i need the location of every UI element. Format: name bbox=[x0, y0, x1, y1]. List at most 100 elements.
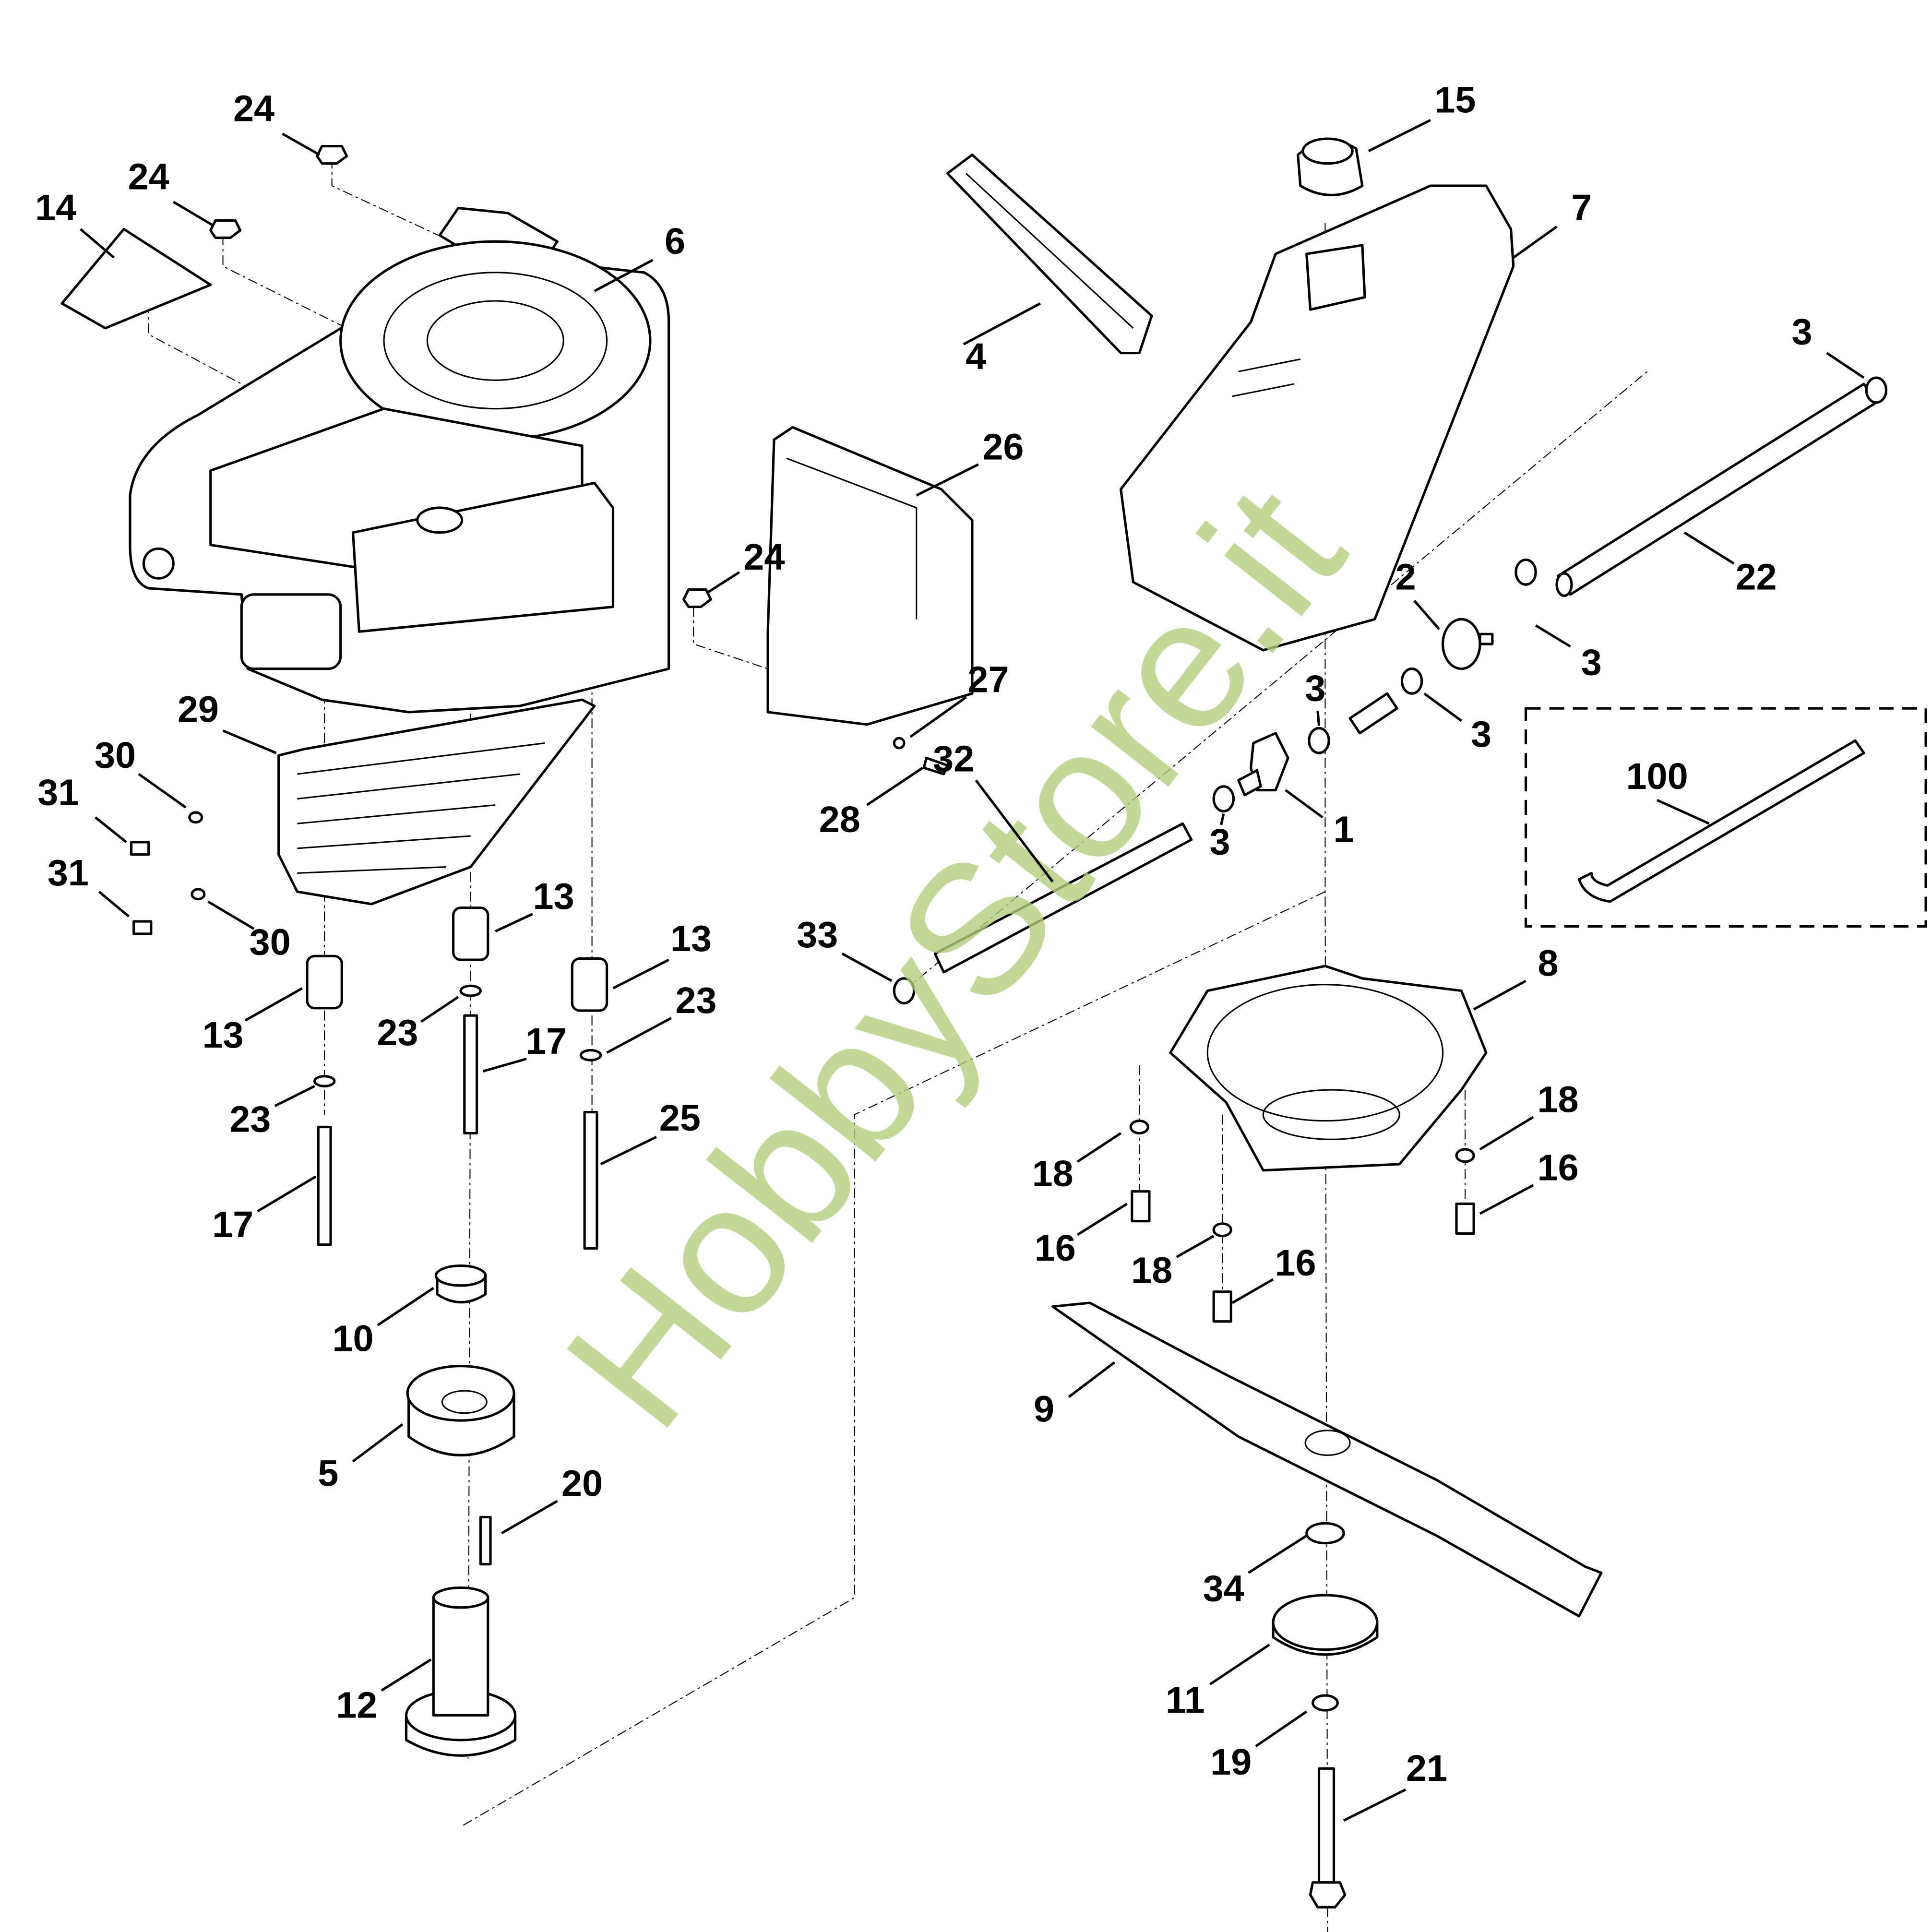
part-callout[interactable]: 30 bbox=[250, 922, 291, 963]
kit-100-box bbox=[1524, 707, 1927, 928]
blade-adapter[interactable] bbox=[406, 1365, 515, 1456]
part-callout[interactable]: 4 bbox=[966, 336, 986, 377]
part-callout[interactable]: 5 bbox=[318, 1453, 338, 1494]
fuel-hose-kit[interactable] bbox=[1577, 739, 1865, 903]
part-callout[interactable]: 34 bbox=[1203, 1568, 1244, 1610]
air-cover[interactable] bbox=[766, 426, 974, 726]
part-callout[interactable]: 3 bbox=[1210, 822, 1230, 863]
blade-hub[interactable] bbox=[405, 1586, 517, 1757]
part-callout[interactable]: 20 bbox=[561, 1463, 603, 1504]
part-callout[interactable]: 9 bbox=[1034, 1389, 1054, 1430]
washer-34[interactable] bbox=[1305, 1522, 1345, 1545]
air-filter-pad[interactable] bbox=[60, 227, 212, 330]
part-callout[interactable]: 32 bbox=[933, 739, 974, 780]
part-callout[interactable]: 24 bbox=[743, 537, 785, 578]
part-callout[interactable]: 23 bbox=[377, 1012, 418, 1053]
washers-23[interactable] bbox=[313, 984, 602, 1087]
part-callout[interactable]: 16 bbox=[1035, 1228, 1076, 1269]
key-20[interactable] bbox=[479, 1515, 492, 1566]
part-callout[interactable]: 31 bbox=[48, 852, 89, 894]
mower-blade[interactable] bbox=[1051, 1301, 1603, 1618]
blade-support[interactable] bbox=[1169, 965, 1488, 1172]
fuel-hose-22[interactable] bbox=[1555, 382, 1878, 597]
washer-27[interactable] bbox=[893, 737, 906, 750]
part-callout[interactable]: 100 bbox=[1626, 756, 1688, 797]
nuts[interactable] bbox=[209, 144, 712, 608]
part-callout[interactable]: 22 bbox=[1735, 556, 1777, 597]
part-callout[interactable]: 13 bbox=[670, 918, 712, 959]
part-callout[interactable]: 2 bbox=[1395, 556, 1416, 597]
part-callout[interactable]: 14 bbox=[35, 187, 76, 228]
fuel-filter[interactable] bbox=[1442, 618, 1494, 670]
part-callout[interactable]: 17 bbox=[525, 1021, 567, 1062]
fuel-tap[interactable] bbox=[1237, 732, 1289, 797]
washers-18[interactable] bbox=[1129, 1120, 1475, 1238]
part-callout[interactable]: 11 bbox=[1166, 1680, 1205, 1721]
leader-line bbox=[98, 891, 130, 918]
leader-line bbox=[501, 1500, 558, 1535]
part-callout[interactable]: 17 bbox=[212, 1204, 253, 1245]
heat-shield[interactable] bbox=[277, 698, 596, 906]
blade-clamp-plate[interactable] bbox=[1272, 1594, 1379, 1656]
part-callout[interactable]: 10 bbox=[332, 1318, 373, 1359]
engine[interactable] bbox=[129, 206, 670, 714]
part-callout[interactable]: 18 bbox=[1131, 1250, 1172, 1291]
part-callout[interactable]: 28 bbox=[819, 799, 860, 840]
washer-19[interactable] bbox=[1312, 1694, 1339, 1712]
part-callout[interactable]: 26 bbox=[982, 426, 1024, 467]
part-callout[interactable]: 31 bbox=[37, 772, 79, 813]
leader-line bbox=[207, 900, 255, 930]
leader-line bbox=[1473, 979, 1527, 1011]
screw-28[interactable] bbox=[922, 756, 949, 775]
part-callout[interactable]: 19 bbox=[1210, 1741, 1252, 1783]
bolts[interactable] bbox=[317, 1014, 598, 1250]
part-callout[interactable]: 3 bbox=[1581, 642, 1602, 683]
part-callout[interactable]: 23 bbox=[675, 980, 716, 1021]
part-callout[interactable]: 21 bbox=[1406, 1748, 1447, 1789]
part-callout[interactable]: 12 bbox=[336, 1684, 377, 1726]
leader-line bbox=[1826, 352, 1865, 379]
part-callout[interactable]: 8 bbox=[1538, 942, 1558, 984]
part-callout[interactable]: 6 bbox=[665, 221, 685, 262]
part-callout[interactable]: 18 bbox=[1538, 1079, 1579, 1120]
fuel-cap[interactable] bbox=[1297, 137, 1364, 197]
leader-line bbox=[482, 1058, 527, 1073]
screws-16[interactable] bbox=[1131, 1190, 1475, 1323]
screws-31[interactable] bbox=[130, 841, 153, 935]
short-hose[interactable] bbox=[1348, 692, 1398, 735]
fuel-hose-32[interactable] bbox=[933, 822, 1193, 974]
part-callout[interactable]: 7 bbox=[1571, 187, 1592, 228]
blade-bolt[interactable] bbox=[1309, 1767, 1347, 1908]
clamp-33[interactable] bbox=[893, 977, 916, 1005]
part-callout[interactable]: 25 bbox=[659, 1097, 701, 1139]
leader-line bbox=[975, 779, 1054, 883]
hose-clamps[interactable] bbox=[1212, 376, 1888, 812]
bushing-10[interactable] bbox=[434, 1264, 487, 1304]
part-callout[interactable]: 24 bbox=[128, 156, 169, 198]
part-callout[interactable]: 16 bbox=[1275, 1242, 1316, 1284]
part-callout[interactable]: 3 bbox=[1791, 311, 1812, 352]
fuel-tank[interactable] bbox=[1120, 184, 1515, 652]
spacers-13[interactable] bbox=[306, 906, 608, 1012]
part-callout[interactable]: 16 bbox=[1538, 1147, 1579, 1188]
part-callout[interactable]: 23 bbox=[229, 1099, 271, 1140]
part-callout[interactable]: 30 bbox=[95, 735, 136, 776]
leader-line bbox=[612, 958, 669, 990]
part-callout[interactable]: 33 bbox=[797, 914, 838, 955]
part-callout[interactable]: 13 bbox=[202, 1014, 243, 1056]
part-callout[interactable]: 29 bbox=[178, 689, 219, 730]
part-callout[interactable]: 13 bbox=[533, 876, 574, 917]
leader-line bbox=[1535, 624, 1571, 648]
leader-line bbox=[1479, 1184, 1534, 1215]
part-callout[interactable]: 18 bbox=[1032, 1153, 1073, 1194]
leader-line bbox=[138, 773, 187, 809]
part-callout[interactable]: 24 bbox=[233, 88, 274, 130]
leader-line bbox=[1231, 1278, 1274, 1304]
part-callout[interactable]: 3 bbox=[1471, 714, 1491, 755]
part-callout[interactable]: 1 bbox=[1334, 809, 1354, 850]
part-callout[interactable]: 15 bbox=[1434, 80, 1476, 121]
leader-line bbox=[600, 1135, 657, 1166]
part-callout[interactable]: 27 bbox=[967, 659, 1009, 700]
washers-30[interactable] bbox=[188, 811, 206, 901]
part-callout[interactable]: 3 bbox=[1305, 668, 1325, 709]
